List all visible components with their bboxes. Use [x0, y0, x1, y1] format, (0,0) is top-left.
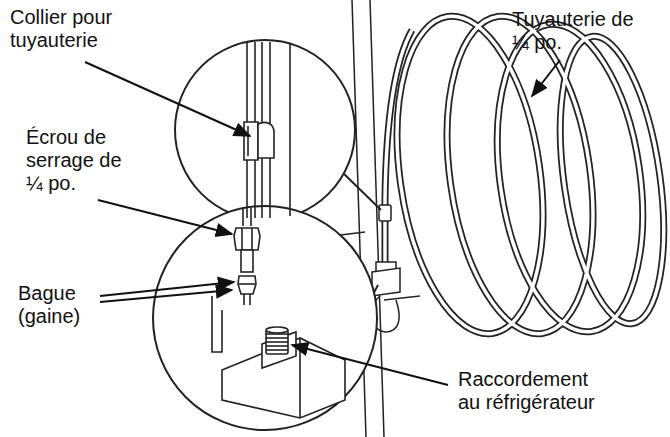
part-label: Écrou de serrage de ¼ po. [26, 126, 136, 195]
clip-detail [244, 42, 290, 218]
part-label: Bague (gaine) [18, 282, 96, 328]
tubing-coil [378, 7, 670, 343]
leader-arrows [85, 60, 560, 385]
part-label: Collier pour tuyauterie [10, 6, 130, 52]
detail-circles [153, 40, 381, 430]
fitting-detail [212, 208, 345, 418]
part-label: Tuyauterie de ¼ po. [512, 8, 647, 54]
part-label: Raccordement au réfrigérateur [458, 368, 613, 414]
